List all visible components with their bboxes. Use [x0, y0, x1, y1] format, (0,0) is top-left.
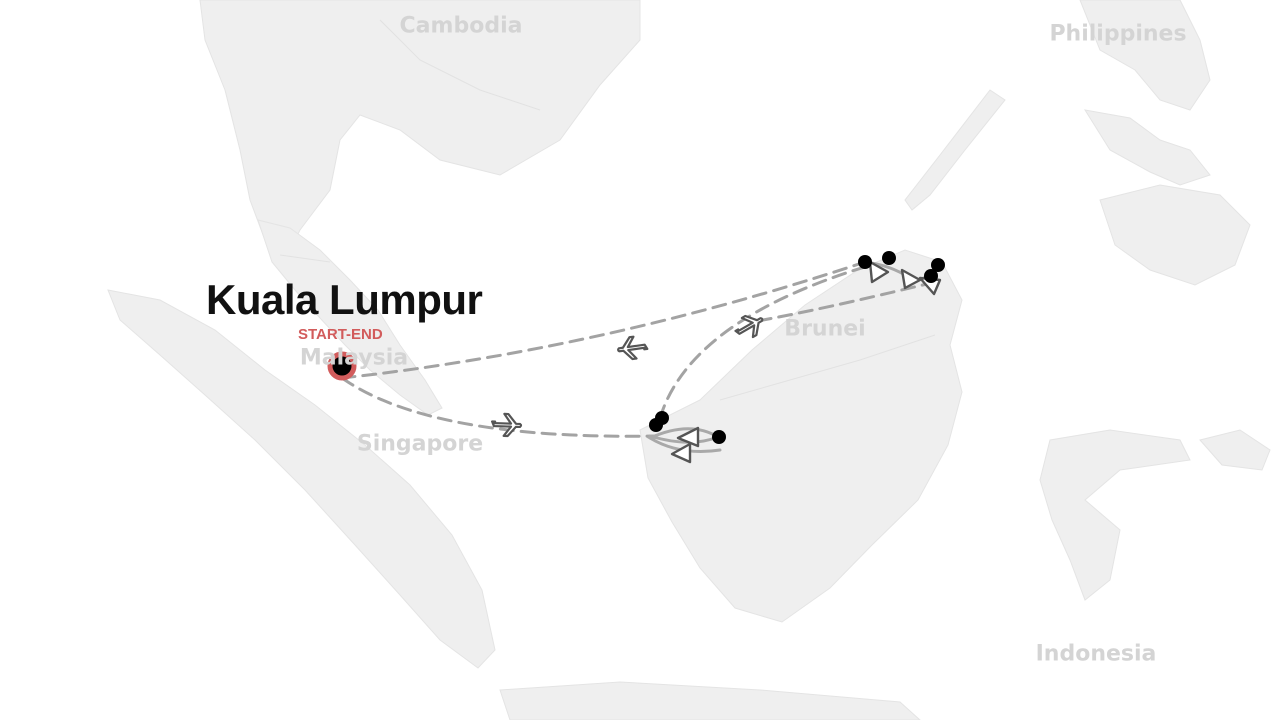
philippines-islands [1079, 0, 1211, 111]
location-dot-icon[interactable] [858, 255, 872, 269]
flight-route-kuching-to-sabah [658, 264, 870, 420]
airplane-icon [491, 412, 523, 438]
visayas-islands [1083, 109, 1211, 186]
flight-route-kl-to-kota-kinabalu [340, 260, 867, 380]
country-label-indonesia: Indonesia [1035, 641, 1157, 667]
country-label-singapore: Singapore [356, 431, 484, 457]
sumatra [107, 289, 496, 669]
country-label-brunei: Brunei [784, 316, 866, 342]
location-dot-icon[interactable] [882, 251, 896, 265]
location-dot-icon[interactable] [649, 418, 663, 432]
start-end-marker[interactable] [327, 351, 357, 381]
airplane-icon [734, 314, 764, 339]
location-dot-icon[interactable] [931, 258, 945, 272]
peninsula-border [279, 254, 331, 263]
land-layer [107, 0, 1271, 720]
borneo [639, 249, 963, 623]
kalimantan-border [719, 334, 936, 401]
country-label-malaysia: Malaysia [299, 345, 409, 371]
stop-markers [327, 251, 945, 444]
palawan [904, 89, 1006, 211]
indochina-border [379, 19, 541, 111]
indochina-landmass [199, 0, 641, 261]
java [499, 681, 921, 720]
flight-route-kl-to-kuching [340, 376, 658, 438]
country-label-cambodia: Cambodia [399, 13, 523, 39]
flight-route-sabah-return [750, 280, 937, 324]
maluku-islands [1199, 429, 1271, 471]
malay-peninsula [257, 219, 443, 416]
border-layer [279, 19, 936, 401]
country-label-philippines: Philippines [1049, 21, 1187, 47]
start-end-tag: START-END [298, 326, 383, 343]
mindanao [1099, 184, 1251, 286]
location-dot-icon[interactable] [712, 430, 726, 444]
direction-arrow-icon [900, 268, 922, 290]
direction-arrow-icon [868, 260, 890, 284]
start-city-label: Kuala Lumpur [206, 276, 483, 323]
direction-arrow-icon [676, 426, 700, 448]
sulawesi [1039, 429, 1191, 601]
location-dot-icon[interactable] [924, 269, 938, 283]
airplane-icon [617, 335, 649, 361]
direction-arrow-icon [670, 442, 692, 464]
